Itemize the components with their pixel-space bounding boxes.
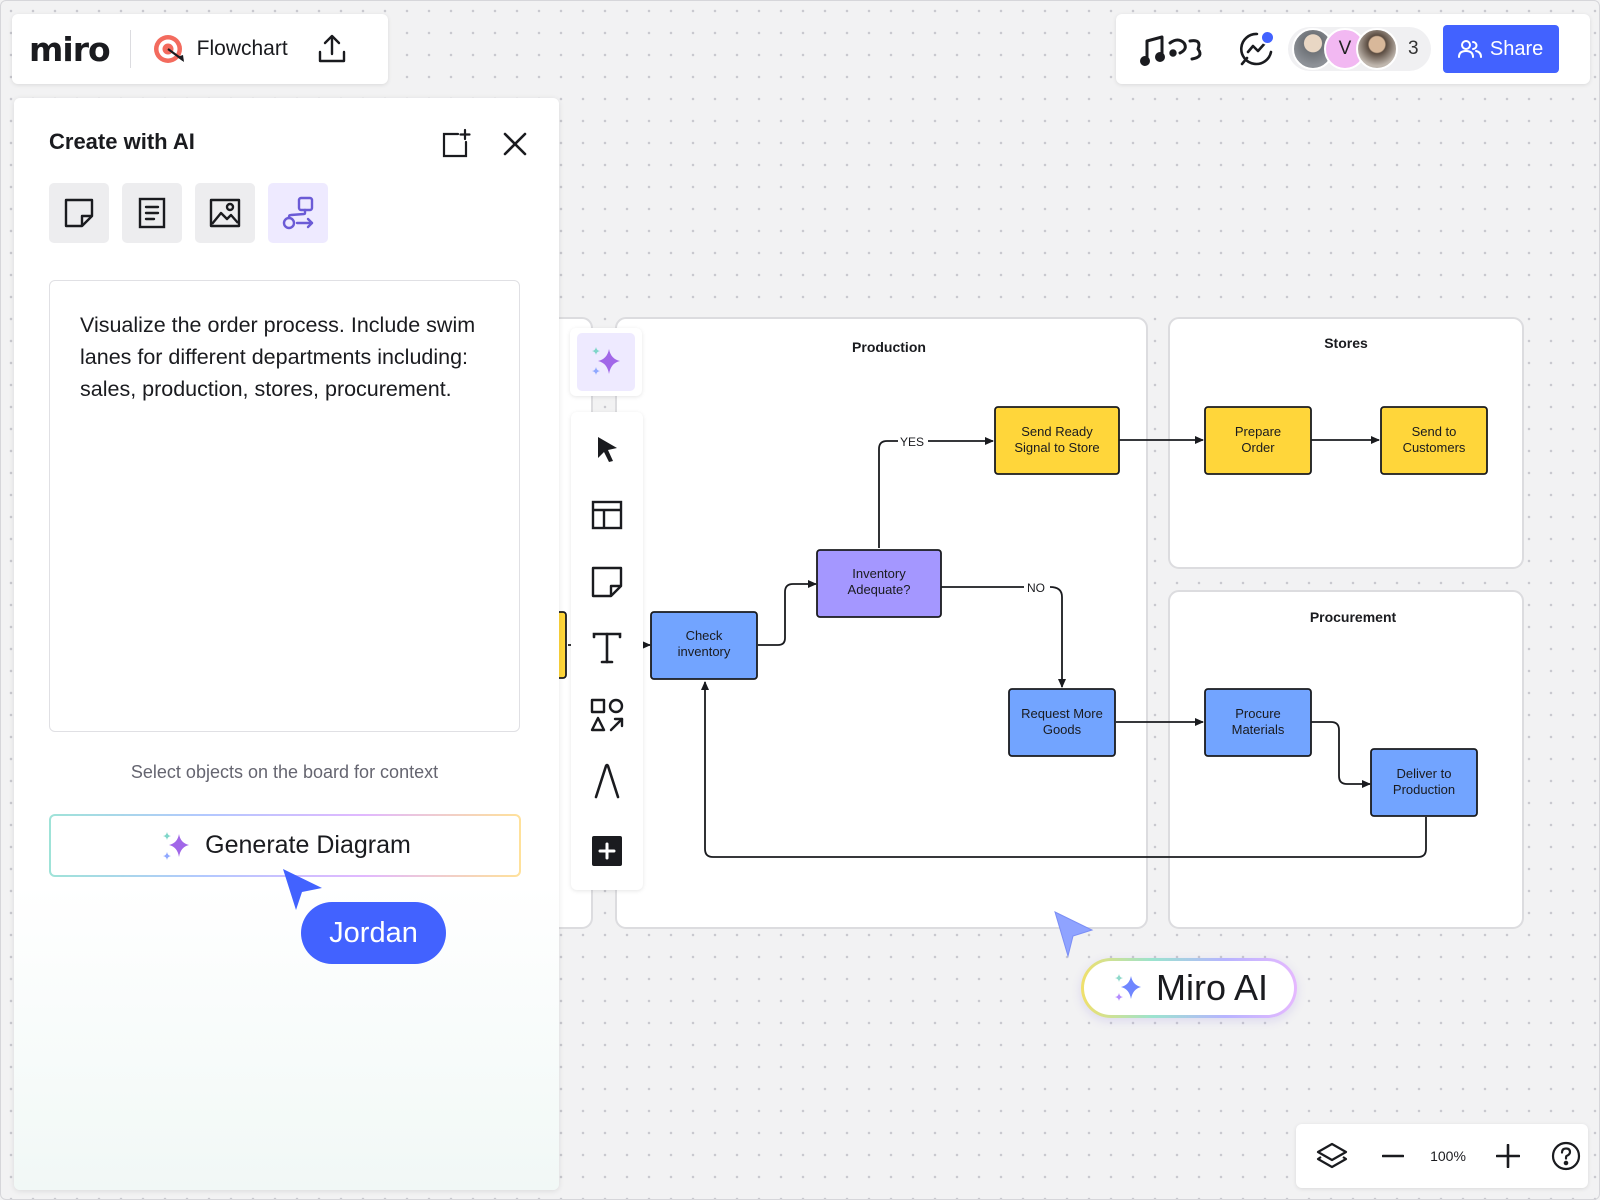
ai-tool-panel — [570, 328, 642, 396]
lane-title-stores: Stores — [1324, 335, 1368, 351]
svg-text:Signal to Store: Signal to Store — [1014, 440, 1099, 455]
board-title[interactable]: Flowchart — [196, 37, 288, 60]
svg-text:Goods: Goods — [1043, 722, 1082, 737]
templates-icon[interactable] — [584, 492, 630, 538]
top-left-bar: miro Flowchart — [12, 14, 388, 84]
sticky-note-icon[interactable] — [584, 559, 630, 605]
create-with-ai-panel: Create with AI Visualize the order pr — [14, 98, 559, 1190]
divider — [129, 30, 131, 68]
zoom-level[interactable]: 100% — [1430, 1148, 1466, 1164]
collaborator-count: 3 — [1408, 38, 1419, 59]
node-check-inventory[interactable]: Check inventory — [650, 611, 758, 680]
svg-text:Inventory: Inventory — [852, 566, 906, 581]
select-icon[interactable] — [584, 426, 630, 472]
svg-text:Send Ready: Send Ready — [1021, 424, 1093, 439]
generate-diagram-button[interactable]: Generate Diagram — [49, 814, 521, 877]
svg-text:Production: Production — [1393, 782, 1455, 797]
avatar[interactable] — [1356, 28, 1398, 70]
diagram-icon — [282, 196, 314, 230]
notification-dot — [1260, 30, 1275, 45]
node-inventory-adequate[interactable]: Inventory Adequate? — [816, 549, 942, 618]
svg-text:Request More: Request More — [1021, 706, 1103, 721]
svg-text:inventory: inventory — [678, 644, 731, 659]
lane-procurement[interactable]: Procurement — [1168, 590, 1524, 929]
svg-text:Customers: Customers — [1403, 440, 1466, 455]
zoom-controls: 100% — [1296, 1124, 1588, 1188]
prompt-input[interactable]: Visualize the order process. Include swi… — [49, 280, 520, 732]
music-collab-icon[interactable] — [1138, 26, 1208, 72]
node-deliver-to-production[interactable]: Deliver to Production — [1370, 748, 1478, 817]
close-icon[interactable] — [497, 126, 533, 162]
svg-text:Materials: Materials — [1232, 722, 1285, 737]
svg-text:Procure: Procure — [1235, 706, 1281, 721]
lane-stores[interactable]: Stores — [1168, 317, 1524, 569]
share-label: Share — [1489, 37, 1544, 60]
activity-icon[interactable] — [1234, 26, 1280, 72]
pen-icon[interactable] — [584, 758, 630, 804]
mode-tab-sticky-note[interactable] — [49, 183, 109, 243]
lane-title-production: Production — [852, 339, 926, 355]
layers-icon[interactable] — [1309, 1133, 1355, 1179]
svg-text:Send to: Send to — [1412, 424, 1457, 439]
ai-sparkle-button[interactable] — [577, 333, 635, 391]
miro-ai-badge[interactable]: Miro AI — [1081, 958, 1297, 1018]
lane-title-procurement: Procurement — [1310, 609, 1397, 625]
sparkle-icon — [159, 829, 193, 863]
sparkle-icon — [592, 347, 620, 375]
miro-logo[interactable]: miro — [29, 29, 111, 69]
help-icon[interactable] — [1546, 1136, 1586, 1176]
svg-text:Deliver to: Deliver to — [1397, 766, 1452, 781]
new-frame-icon[interactable] — [438, 126, 474, 162]
node-request-more-goods[interactable]: Request More Goods — [1008, 688, 1116, 757]
svg-text:Order: Order — [1241, 440, 1275, 455]
node-prepare-order[interactable]: Prepare Order — [1204, 406, 1312, 475]
panel-title: Create with AI — [49, 129, 195, 154]
creation-toolbar — [571, 412, 643, 890]
svg-text:Adequate?: Adequate? — [848, 582, 911, 597]
svg-text:Check: Check — [686, 628, 723, 643]
top-right-bar: V 3 Share — [1116, 14, 1590, 84]
zoom-out-icon[interactable] — [1373, 1136, 1413, 1176]
document-icon — [138, 197, 166, 229]
mode-tab-document[interactable] — [122, 183, 182, 243]
shapes-icon[interactable] — [584, 692, 630, 738]
edge-label-yes: YES — [900, 435, 924, 449]
export-icon[interactable] — [312, 29, 352, 69]
more-tools-icon[interactable] — [584, 828, 630, 874]
sticky-note-icon — [64, 198, 94, 228]
node-procure-materials[interactable]: Procure Materials — [1204, 688, 1312, 757]
board-icon — [151, 31, 187, 67]
miro-ai-cursor — [1054, 911, 1094, 958]
node-send-ready-signal[interactable]: Send Ready Signal to Store — [994, 406, 1120, 475]
mode-tab-diagram[interactable] — [268, 183, 328, 243]
image-icon — [209, 198, 241, 228]
svg-text:Prepare: Prepare — [1235, 424, 1281, 439]
mode-tab-image[interactable] — [195, 183, 255, 243]
node-send-to-customers[interactable]: Send to Customers — [1380, 406, 1488, 475]
edge-label-no: NO — [1027, 581, 1045, 595]
miro-ai-label: Miro AI — [1155, 967, 1269, 1008]
collaborator-avatars[interactable]: V 3 — [1288, 27, 1431, 71]
cursor-name-tag: Jordan — [301, 902, 446, 964]
share-button[interactable]: Share — [1442, 25, 1559, 73]
text-icon[interactable] — [584, 625, 630, 671]
connectors — [568, 436, 1427, 858]
users-icon — [1457, 39, 1482, 59]
context-hint: Select objects on the board for context — [130, 762, 439, 782]
jordan-cursor-icon — [283, 869, 322, 910]
sparkle-icon — [1110, 970, 1146, 1006]
generate-diagram-label: Generate Diagram — [205, 831, 411, 859]
zoom-in-icon[interactable] — [1488, 1136, 1528, 1176]
